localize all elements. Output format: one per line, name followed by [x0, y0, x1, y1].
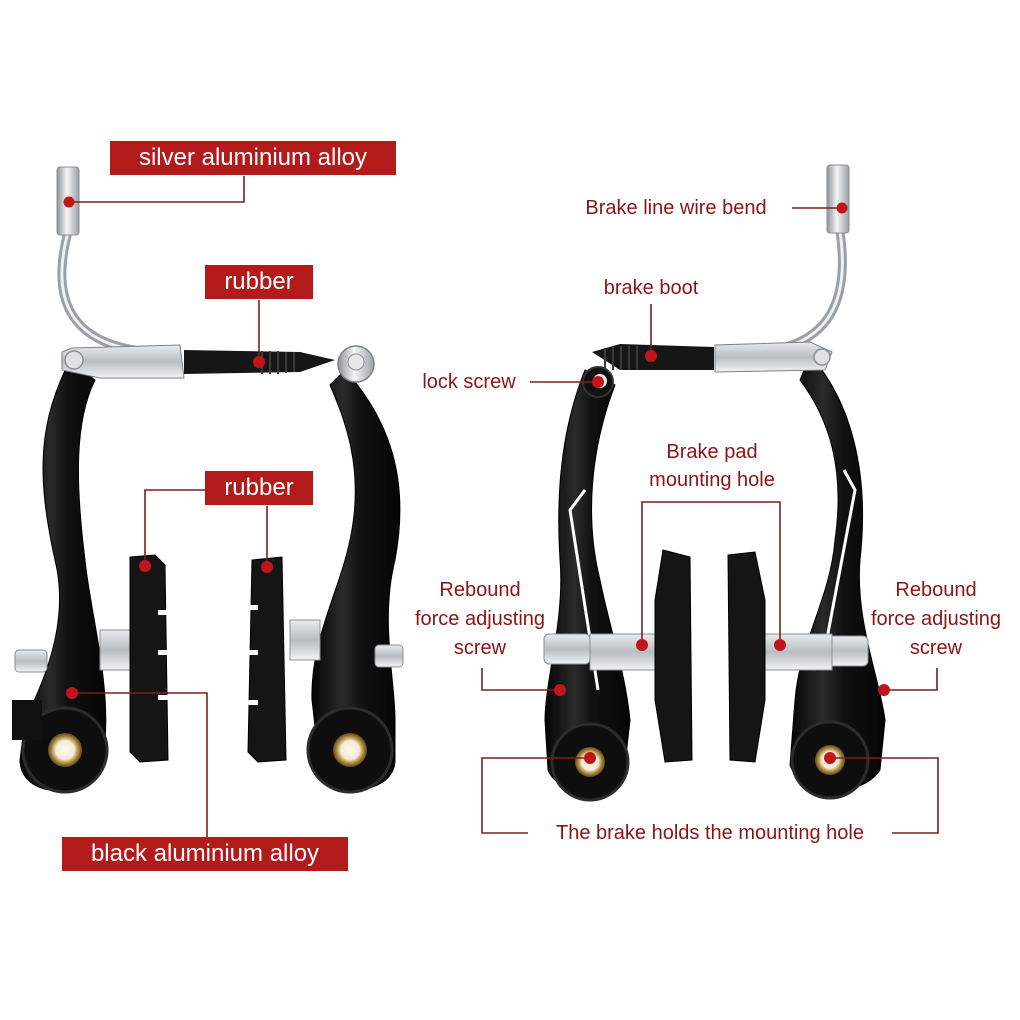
- left-callout-dots: [63, 196, 273, 699]
- right-leader-lines: [481, 207, 939, 834]
- label-brake-boot: brake boot: [603, 277, 699, 299]
- label-brake-pad-mounting-hole-line2: mounting hole: [649, 469, 775, 491]
- label-rebound-left-line1: Rebound: [439, 579, 521, 601]
- label-rebound-left-line2: force adjusting: [414, 608, 546, 630]
- left-leader-lines: [69, 176, 268, 837]
- right-callout-dots: [554, 202, 890, 764]
- left-cable-lever: [61, 344, 185, 379]
- right-brake-pad-1: [654, 549, 693, 763]
- label-black-aluminium-alloy: black aluminium alloy: [62, 837, 348, 871]
- label-rubber-pads: rubber: [205, 471, 313, 505]
- left-brake-arm-left: [19, 359, 107, 791]
- label-rebound-right-line3: screw: [909, 637, 963, 659]
- label-rebound-right-line1: Rebound: [895, 579, 977, 601]
- label-rubber-boot: rubber: [205, 265, 313, 299]
- label-brake-pad-mounting-hole-line1: Brake pad: [666, 441, 758, 463]
- label-rebound-left-line3: screw: [453, 637, 507, 659]
- label-rebound-right-line2: force adjusting: [870, 608, 1002, 630]
- label-brake-holds-mounting-hole: The brake holds the mounting hole: [556, 822, 864, 844]
- left-brake-pad-2: [247, 556, 287, 763]
- left-brake-cable-noodle: [56, 166, 151, 357]
- label-brake-line-wire-bend: Brake line wire bend: [585, 197, 767, 219]
- right-brake-pad-2: [727, 551, 766, 763]
- label-lock-screw: lock screw: [422, 371, 516, 393]
- label-silver-aluminium-alloy: silver aluminium alloy: [110, 141, 396, 175]
- left-brake-pad-1: [129, 554, 169, 763]
